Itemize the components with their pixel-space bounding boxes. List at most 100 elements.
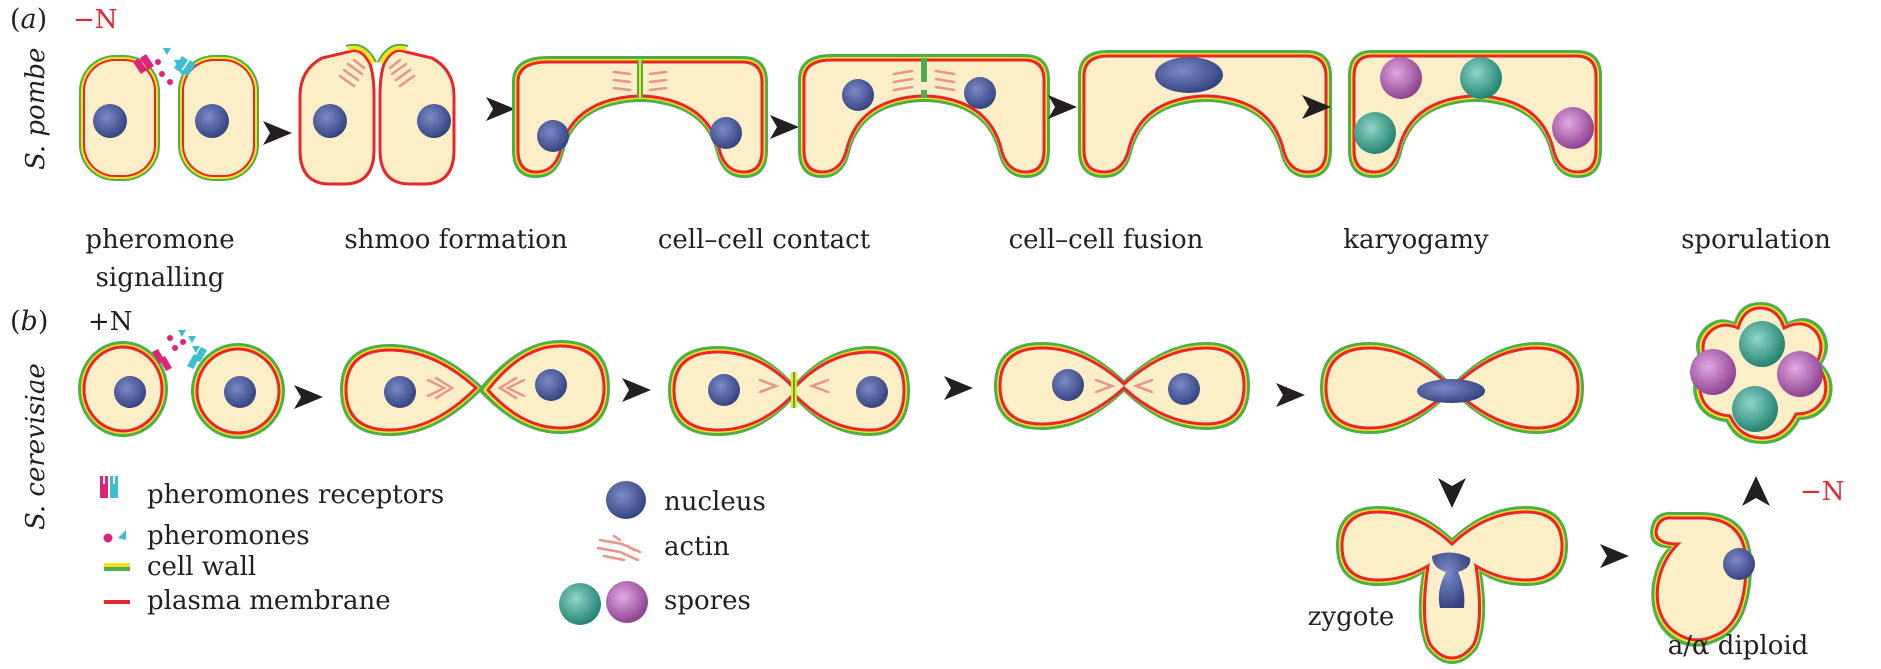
legend-item-actin: actin bbox=[598, 532, 730, 562]
nucleus bbox=[964, 77, 996, 109]
panel-a: (a) −N S. pombe bbox=[10, 4, 1831, 293]
nucleus bbox=[842, 79, 874, 111]
cell bbox=[178, 55, 259, 181]
nucleus bbox=[195, 104, 229, 138]
nucleus bbox=[1052, 369, 1084, 401]
legend-item-cell-wall: cell wall bbox=[104, 552, 256, 582]
panel-b-condition: +N bbox=[88, 307, 133, 337]
legend-label: spores bbox=[664, 586, 751, 616]
stage-label: shmoo formation bbox=[344, 225, 568, 255]
cell bbox=[79, 55, 160, 181]
arrow-right bbox=[486, 97, 515, 121]
sporulation-condition: −N bbox=[1800, 477, 1845, 507]
legend: pheromones receptors pheromones cell wal… bbox=[100, 476, 766, 625]
stage-pheromone-signalling bbox=[79, 48, 259, 181]
diploid-cell bbox=[1656, 518, 1746, 640]
nucleus bbox=[224, 376, 256, 408]
spore-icon bbox=[606, 581, 648, 623]
panel-a-label: (a) bbox=[10, 4, 47, 35]
stage-label: pheromone bbox=[85, 225, 234, 255]
nucleus bbox=[1168, 373, 1200, 405]
panel-b-species: S. cerevisiae bbox=[21, 363, 51, 530]
cell-pair bbox=[1000, 348, 1244, 424]
nucleus bbox=[384, 376, 416, 408]
nucleus bbox=[1723, 548, 1755, 580]
arrow-up bbox=[1742, 476, 1770, 506]
arrow-right bbox=[622, 378, 651, 402]
arrow-right bbox=[294, 385, 323, 409]
stage-karyogamy bbox=[1078, 50, 1332, 178]
stage-label: signalling bbox=[96, 263, 225, 293]
nucleus bbox=[313, 104, 347, 138]
spore bbox=[1380, 57, 1422, 99]
spore bbox=[1777, 351, 1823, 397]
sc-zygote bbox=[1336, 506, 1568, 664]
spore bbox=[1739, 321, 1785, 367]
legend-item-plasma-membrane: plasma membrane bbox=[104, 586, 391, 616]
legend-label: actin bbox=[664, 532, 730, 562]
stage-label: cell–cell contact bbox=[658, 225, 871, 255]
legend-label: cell wall bbox=[147, 552, 256, 582]
spore bbox=[1690, 349, 1736, 395]
membrane-icon bbox=[104, 600, 130, 604]
stage-label: karyogamy bbox=[1343, 225, 1489, 255]
nucleus bbox=[1155, 57, 1223, 93]
arrow-right bbox=[1276, 383, 1305, 407]
legend-label: nucleus bbox=[664, 487, 766, 517]
legend-label: plasma membrane bbox=[147, 586, 391, 616]
nucleus bbox=[710, 117, 742, 149]
cell bbox=[378, 45, 454, 184]
sc-stage-karyogamy bbox=[1320, 342, 1584, 434]
nucleus bbox=[114, 376, 146, 408]
panel-b-label: (b) bbox=[10, 306, 48, 337]
spore bbox=[1354, 112, 1396, 154]
nucleus bbox=[93, 104, 127, 138]
arrow-down bbox=[1438, 478, 1466, 508]
panel-a-species: S. pombe bbox=[21, 48, 51, 170]
legend-item-pheromones: pheromones bbox=[104, 521, 310, 551]
pheromones bbox=[167, 330, 200, 353]
spore-icon bbox=[559, 583, 601, 625]
legend-label: pheromones bbox=[147, 521, 310, 551]
arrow-right bbox=[263, 121, 292, 145]
arrow-right bbox=[1048, 95, 1077, 119]
spore bbox=[1460, 57, 1502, 99]
nucleus bbox=[535, 369, 567, 401]
nucleus bbox=[708, 374, 740, 406]
nucleus bbox=[856, 376, 888, 408]
sc-diploid bbox=[1650, 512, 1755, 647]
stage-cell-cell-contact bbox=[512, 56, 768, 178]
panel-a-condition: −N bbox=[73, 5, 118, 35]
cell bbox=[300, 45, 376, 184]
zygote-label: zygote bbox=[1308, 602, 1395, 632]
actin-icon bbox=[598, 536, 640, 560]
sc-stage-cell-cell-contact bbox=[668, 346, 910, 436]
stage-shmoo-formation bbox=[300, 45, 454, 184]
arrow-right bbox=[1600, 544, 1629, 568]
arrow-right bbox=[770, 115, 799, 139]
sc-stage-shmoo-formation bbox=[340, 340, 610, 436]
spore bbox=[1732, 386, 1778, 432]
nucleus bbox=[417, 104, 451, 138]
diploid-label: a/α diploid bbox=[1668, 631, 1809, 661]
cell bbox=[191, 343, 285, 439]
legend-label: pheromones receptors bbox=[147, 480, 444, 510]
spore bbox=[1552, 107, 1594, 149]
nucleus bbox=[537, 120, 569, 152]
sc-ascus bbox=[1690, 302, 1833, 444]
arrow-right bbox=[944, 376, 973, 400]
stage-label: sporulation bbox=[1681, 225, 1831, 255]
legend-item-receptors: pheromones receptors bbox=[100, 476, 444, 510]
pheromone-icon bbox=[104, 530, 127, 543]
nucleus bbox=[1417, 379, 1485, 403]
cell bbox=[478, 340, 610, 434]
legend-item-nucleus: nucleus bbox=[606, 481, 766, 519]
cell bbox=[340, 344, 484, 436]
stage-label: cell–cell fusion bbox=[1009, 225, 1204, 255]
stage-sporulation bbox=[1348, 50, 1602, 178]
nucleus-icon bbox=[606, 481, 646, 519]
receptor-icon bbox=[100, 476, 118, 498]
sc-stage-pheromone-signalling bbox=[78, 330, 285, 439]
legend-item-spores: spores bbox=[559, 581, 751, 625]
